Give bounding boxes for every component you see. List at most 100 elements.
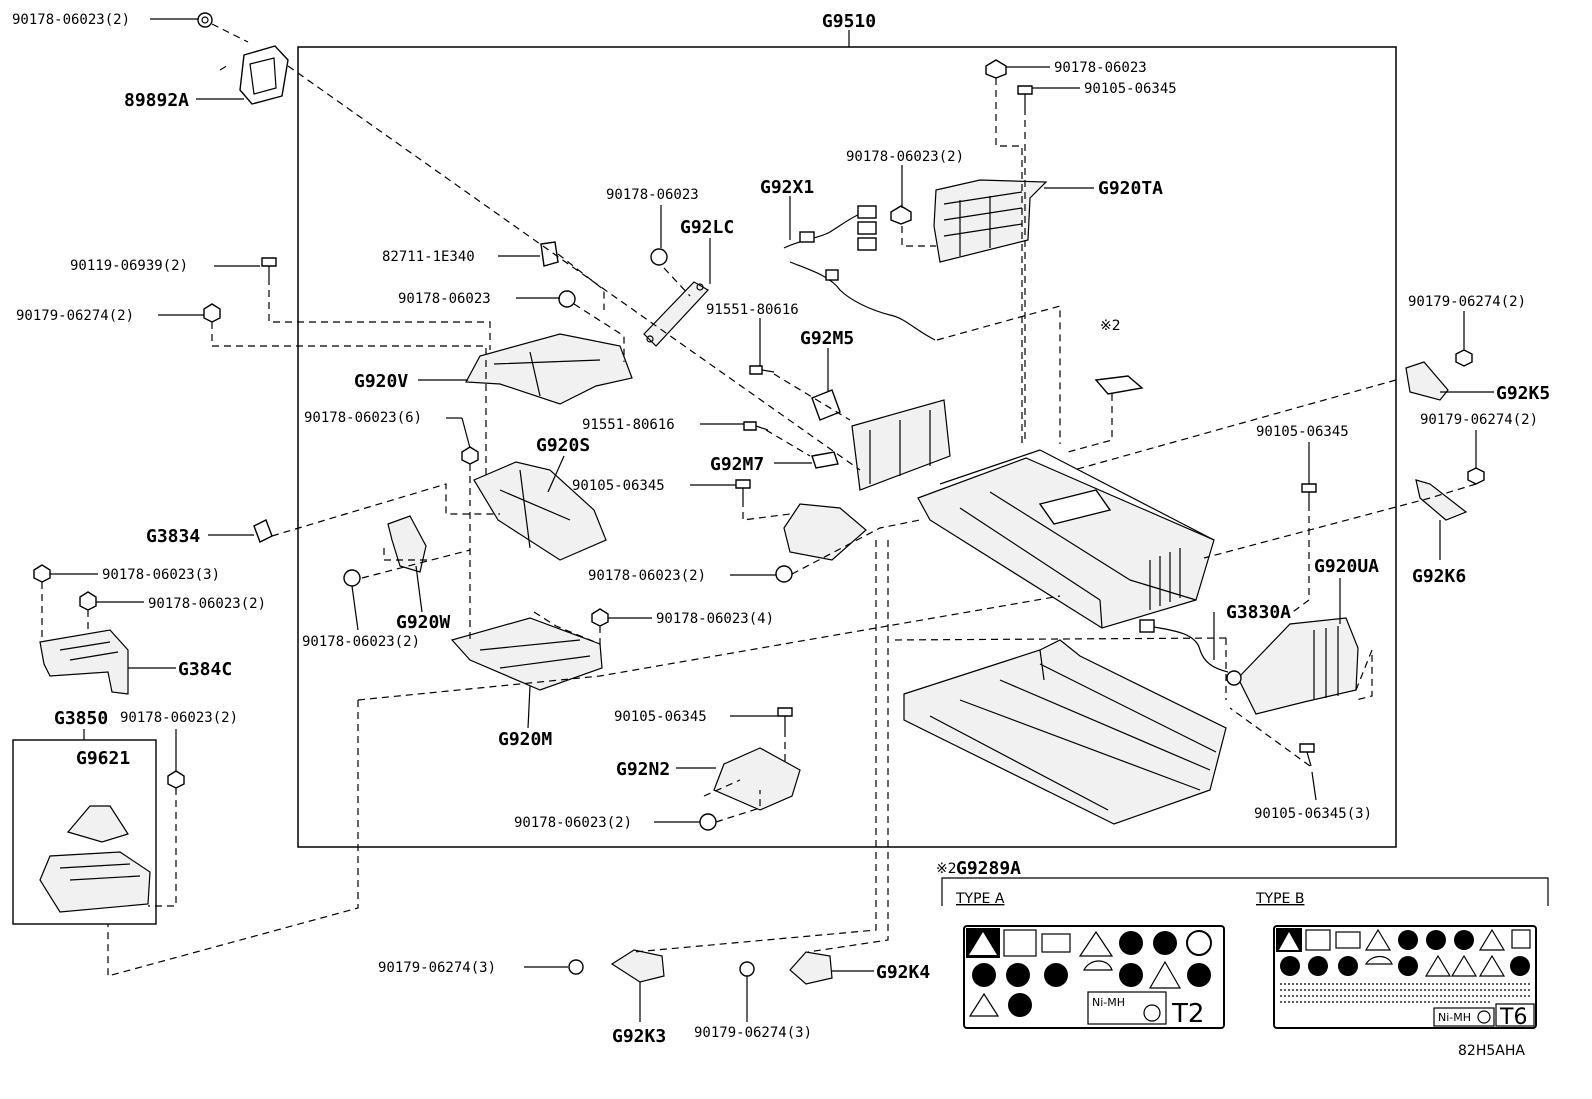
- label-note-2: ※2: [1100, 318, 1121, 334]
- labels: G9510 90178-06023(2) 89892A 90178-06023 …: [12, 11, 1550, 1059]
- label-90179-06274-3-a: 90179-06274(3): [378, 960, 496, 976]
- prohibited-icon: [1119, 963, 1143, 987]
- prohibited-icon: [1338, 956, 1358, 976]
- bolt-icon: [1017, 85, 1033, 108]
- caution-icon: [1478, 954, 1506, 977]
- label-g92k4: G92K4: [876, 962, 930, 983]
- nut-icon: [1455, 349, 1473, 367]
- bolt-icon: [735, 479, 751, 500]
- label-90178-06023-mid: 90178-06023: [606, 187, 699, 203]
- umbrella-icon: [1083, 960, 1113, 971]
- prohibited-icon: [1308, 956, 1328, 976]
- prohibited-icon: [1426, 930, 1446, 950]
- label-90105-06345-right: 90105-06345: [1256, 424, 1349, 440]
- part-89892a: [239, 45, 289, 105]
- caution-icon: [1424, 954, 1452, 977]
- label-91551-80616-b: 91551-80616: [582, 417, 675, 433]
- nut-icon: [167, 770, 185, 789]
- assembly-label: G9510: [822, 11, 876, 32]
- type-code-t6: T6: [1499, 1005, 1527, 1030]
- part-g92k6: [1415, 479, 1468, 521]
- nut-icon: [650, 248, 668, 266]
- label-90178-06023-2-n2: 90178-06023(2): [514, 815, 632, 831]
- prohibited-icon: [1280, 956, 1300, 976]
- nut-icon: [33, 564, 51, 583]
- qr-code-icon: [1511, 929, 1531, 949]
- assembly-frame: [297, 46, 1397, 848]
- manual-icon: [1003, 929, 1037, 957]
- sticker-icon: [1335, 931, 1361, 949]
- prohibited-icon: [1398, 930, 1418, 950]
- bolt-icon: [743, 421, 769, 431]
- label-g9289a: G9289A: [956, 858, 1021, 879]
- part-g9621: [66, 805, 129, 843]
- bolt-icon: [1299, 743, 1315, 767]
- caution-icon: [1148, 960, 1182, 989]
- umbrella-icon: [1364, 955, 1393, 965]
- part-g3830a: [1139, 619, 1242, 686]
- bolt-icon: [1301, 483, 1317, 504]
- nut-icon: [775, 565, 793, 583]
- label-g3850: G3850: [54, 708, 108, 729]
- label-g92k3: G92K3: [612, 1026, 666, 1047]
- label-g92x1: G92X1: [760, 177, 814, 198]
- part-g3850-base: [39, 851, 151, 913]
- label-90178-06023-2-m7: 90178-06023(2): [588, 568, 706, 584]
- nut-icon: [568, 959, 584, 975]
- nut-icon: [558, 290, 576, 308]
- part-g92m7-bracket: [851, 399, 951, 491]
- g9289a-label-block: ※2 G9289A TYPE A TYPE B Ni-MH: [936, 858, 1549, 1030]
- label-g9621: G9621: [76, 748, 130, 769]
- nut-icon: [1467, 467, 1485, 485]
- bolt-icon: [777, 707, 793, 730]
- label-note-2-b: ※2: [936, 861, 957, 877]
- nut-icon: [985, 59, 1007, 79]
- label-g92n2: G92N2: [616, 759, 670, 780]
- nut-icon: [197, 12, 213, 28]
- label-90105-06345-mid: 90105-06345: [572, 478, 665, 494]
- part-g92k3: [610, 949, 665, 983]
- part-82711: [540, 241, 559, 267]
- sticker-icon: [1041, 933, 1071, 953]
- label-82711-1e340: 82711-1E340: [382, 249, 475, 265]
- label-90179-06274-2-right-b: 90179-06274(2): [1420, 412, 1538, 428]
- part-g92lc: [643, 281, 709, 347]
- label-90179-06274-3-b: 90179-06274(3): [694, 1025, 812, 1041]
- nut-icon: [739, 961, 755, 977]
- label-90178-06023-2-top: 90178-06023(2): [12, 12, 130, 28]
- label-90179-06274-2-left: 90179-06274(2): [16, 308, 134, 324]
- prohibited-icon: [1398, 956, 1418, 976]
- part-g92k5: [1405, 361, 1449, 401]
- label-g3830a: G3830A: [1226, 602, 1291, 623]
- label-g920m: G920M: [498, 729, 552, 750]
- prohibited-icon: [1006, 963, 1030, 987]
- label-90178-06023-2-g384c: 90178-06023(2): [148, 596, 266, 612]
- prohibited-icon: [1454, 930, 1474, 950]
- bolt-icon: [261, 257, 277, 278]
- part-g920s: [473, 461, 607, 561]
- label-g92m7: G92M7: [710, 454, 764, 475]
- label-type-a: TYPE A: [955, 891, 1005, 907]
- recycle-icon: [1143, 1004, 1161, 1022]
- part-g3834: [253, 519, 273, 543]
- label-90178-06023-g92lc: 90178-06023: [398, 291, 491, 307]
- no-fire-icon: [1153, 931, 1177, 955]
- nut-icon: [203, 303, 221, 323]
- label-g92lc: G92LC: [680, 217, 734, 238]
- label-90105-06345-n2: 90105-06345: [614, 709, 707, 725]
- label-diagram-code: 82H5AHA: [1458, 1043, 1525, 1059]
- warning-label-type-a: Ni-MH T2: [963, 925, 1225, 1029]
- label-90178-06023-2-w: 90178-06023(2): [302, 634, 420, 650]
- label-g920s: G920S: [536, 435, 590, 456]
- part-battery-assembly: [917, 449, 1215, 629]
- part-g92x1-harness: [783, 205, 936, 341]
- nimh-label-b: Ni-MH: [1438, 1011, 1471, 1024]
- label-90178-06023-4: 90178-06023(4): [656, 611, 774, 627]
- warning-label-type-b: Ni-MH T6: [1273, 925, 1537, 1030]
- recycle-icon: [1477, 1010, 1491, 1024]
- assembly-lines: [41, 23, 1477, 977]
- sticker-note-2: [1094, 375, 1144, 395]
- label-90178-06023-2-center: 90178-06023(2): [846, 149, 964, 165]
- part-lower-tray: [903, 639, 1227, 825]
